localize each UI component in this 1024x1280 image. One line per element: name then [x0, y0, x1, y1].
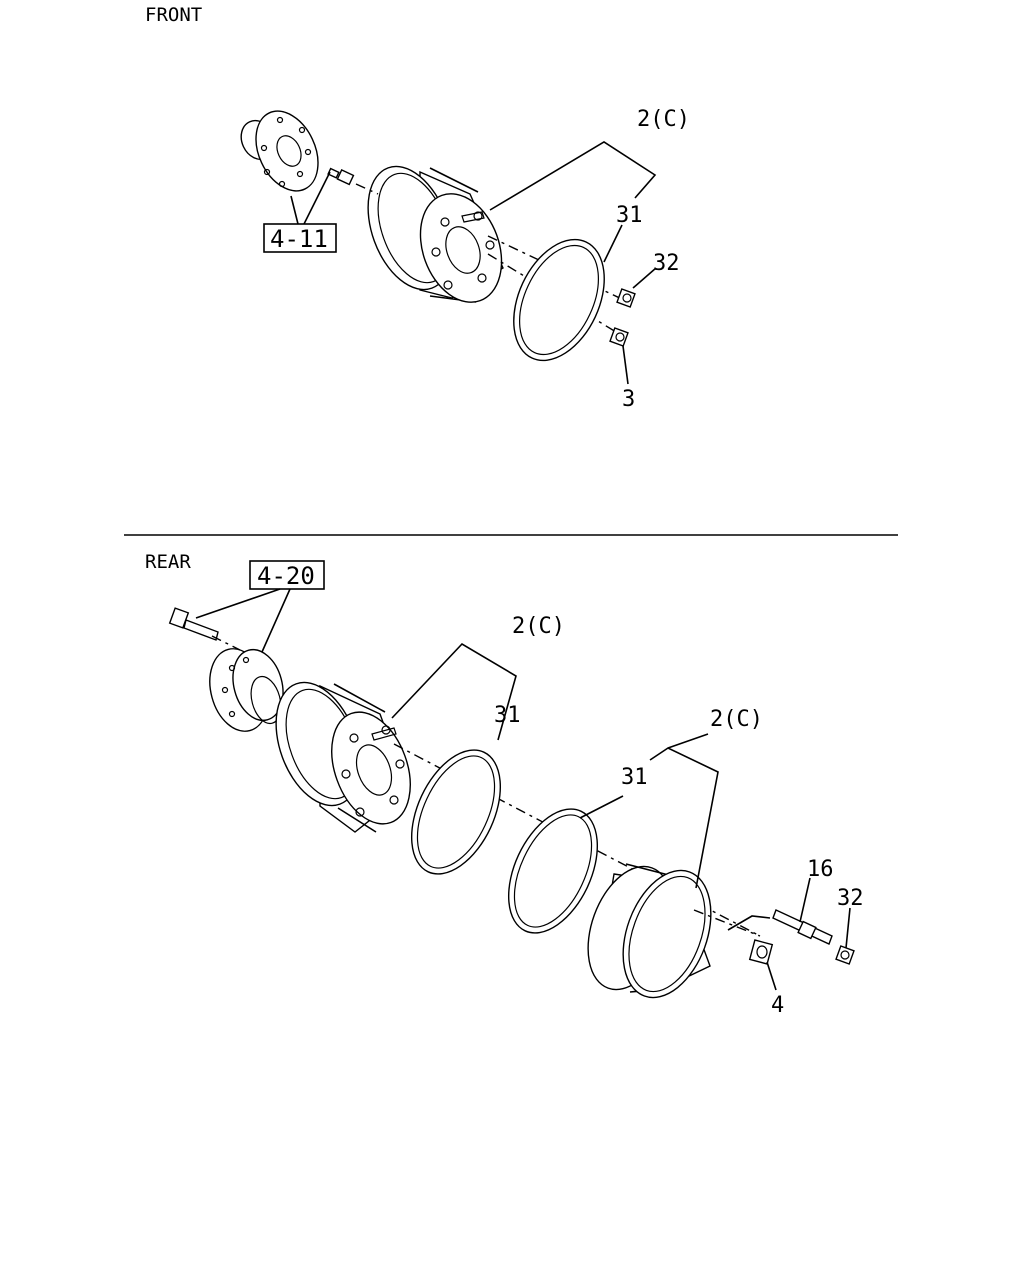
- rear-callout-nut-inner: 4: [771, 993, 784, 1018]
- rear-ring-outer-leader: [579, 795, 624, 819]
- rear-rim-outer: [587, 863, 712, 999]
- front-callout-nut-top: 32: [653, 251, 680, 276]
- front-callout-nut-bottom: 3: [622, 387, 635, 412]
- rear-nut-32: [835, 945, 855, 965]
- front-ring: [513, 238, 605, 362]
- front-ref-box-label: 4-11: [270, 225, 328, 253]
- rear-ring-outer: [507, 808, 599, 934]
- rear-rim-inner-leader: [391, 642, 517, 741]
- front-hub-stud: [327, 167, 355, 186]
- rear-ring-inner: [410, 749, 502, 875]
- front-callout-ring: 31: [616, 203, 643, 228]
- front-nut-3: [609, 327, 629, 347]
- rear-callout-rim-outer: 2(C): [710, 707, 763, 732]
- rear-hub: [209, 648, 284, 732]
- rear-rim-outer-leader: [649, 733, 719, 889]
- rear-callout-rim-inner: 2(C): [512, 614, 565, 639]
- rear-callout-ring-outer: 31: [621, 765, 648, 790]
- rear-axis-line: [211, 635, 761, 937]
- front-nut-bottom-leader: [622, 345, 629, 385]
- rear-nut-4: [748, 939, 774, 965]
- front-rim-leader: [489, 141, 657, 211]
- rear-section-title: REAR: [145, 551, 191, 573]
- front-ref-box[interactable]: 4-11: [263, 223, 337, 253]
- rear-nut-inner-leader: [766, 961, 777, 991]
- rear-callout-ring-inner: 31: [494, 703, 521, 728]
- front-rim: [367, 165, 504, 303]
- front-section-title: FRONT: [145, 4, 202, 26]
- front-nut-32: [616, 288, 636, 308]
- rear-ref-leader: [195, 588, 291, 653]
- rear-callout-nut-outer: 32: [837, 886, 864, 911]
- rear-callout-stud: 16: [807, 857, 834, 882]
- rear-nut-outer-leader: [845, 907, 851, 949]
- rear-stud-leader: [799, 877, 811, 923]
- rear-ref-box[interactable]: 4-20: [249, 560, 325, 590]
- front-ref-leader: [290, 171, 331, 225]
- front-hub: [240, 110, 319, 192]
- rear-ref-box-label: 4-20: [257, 562, 315, 590]
- rear-hub-bolt: [168, 607, 219, 641]
- rear-stud-link: [727, 915, 771, 931]
- rear-rim-inner: [275, 681, 411, 833]
- front-nut-top-leader: [632, 267, 657, 289]
- front-callout-rim: 2(C): [637, 107, 690, 132]
- rear-stud: [772, 909, 833, 945]
- front-ring-leader: [603, 224, 623, 263]
